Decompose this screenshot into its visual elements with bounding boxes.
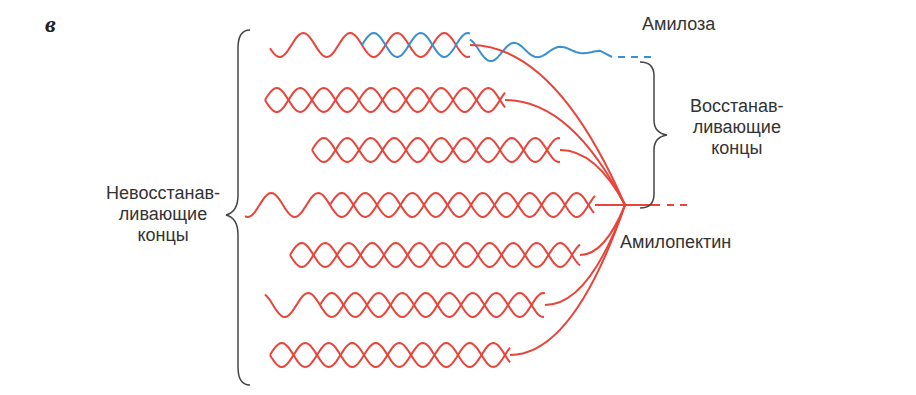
right-brace	[640, 62, 667, 208]
amylopectin-strand	[270, 33, 470, 57]
amylopectin-strand	[265, 88, 505, 112]
amylose-dashes	[618, 56, 652, 58]
amylopectin-strand	[245, 193, 595, 217]
amylopectin-strand	[290, 243, 580, 267]
amylopectin-strand	[312, 138, 560, 162]
amylopectin-strand	[625, 204, 660, 206]
amylopectin-strand	[270, 343, 510, 367]
amylopectin-strand	[265, 293, 545, 317]
branch-link	[545, 205, 625, 305]
molecule-name: Амилопектин	[620, 232, 731, 253]
amylose-strand	[362, 33, 470, 57]
end-label: Невосстанав- ливающие концы	[106, 183, 220, 246]
end-label: Восстанав- ливающие концы	[690, 96, 784, 159]
left-brace	[226, 30, 250, 385]
amylopectin-strand	[290, 243, 580, 267]
branch-link	[595, 204, 625, 206]
amylose-strand	[470, 40, 612, 62]
amylopectin-strand	[320, 293, 544, 317]
molecule-name: Амилоза	[642, 14, 715, 35]
amylopectin-strand	[330, 193, 594, 217]
amylopectin-strand	[265, 88, 505, 112]
branch-link	[580, 205, 625, 255]
amylopectin-strand	[270, 343, 510, 367]
amylopectin-dashes	[667, 204, 690, 206]
branch-link	[470, 45, 625, 205]
panel-letter: в	[45, 14, 56, 35]
branch-link	[510, 205, 625, 355]
amylopectin-strand	[312, 138, 560, 162]
